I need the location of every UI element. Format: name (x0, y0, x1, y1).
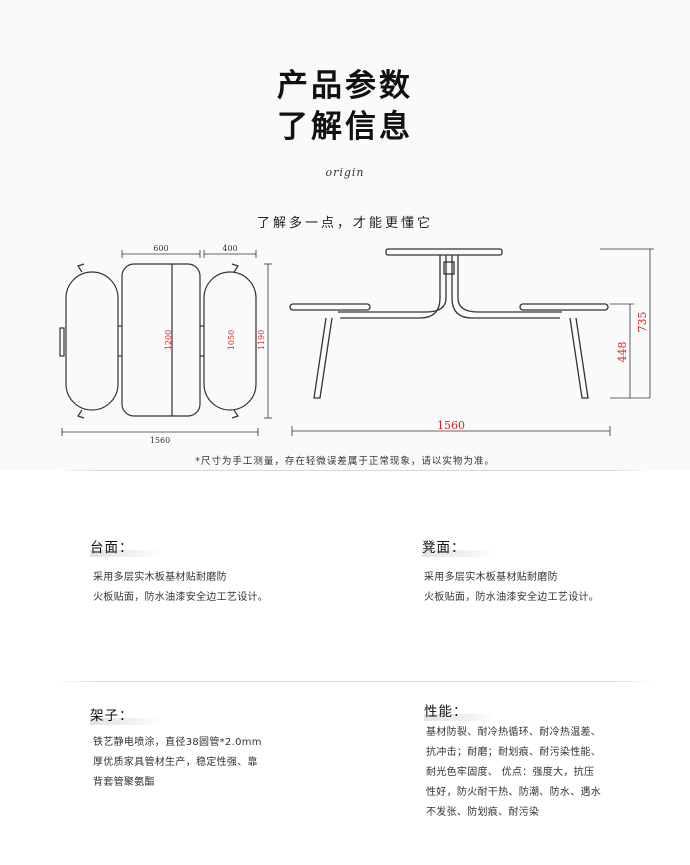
label-table-height: 735 (636, 312, 649, 333)
label-total-width: 1560 (150, 436, 170, 445)
section-performance-body: 基材防裂、耐冷热循环、耐冷热温差、 抗冲击；耐磨；耐划痕、耐污染性能、 耐光色牢… (426, 723, 601, 823)
top-background (0, 0, 690, 470)
section-stool-top-title: 凳面： (422, 536, 494, 557)
section-line: 火板贴面，防水油漆安全边工艺设计。 (424, 592, 600, 603)
page-title-line-2: 了解信息 (277, 109, 413, 145)
label-side-length: 1560 (437, 419, 465, 432)
side-view-labels: 1560 448 735 (437, 312, 649, 433)
side-right-leg (569, 317, 589, 399)
section-line: 采用多层实木板基材贴耐磨防 (93, 572, 227, 583)
section-frame-body: 铁艺静电喷涂，直径38圆管*2.0mm 厚优质家具管材生产，稳定性强、靠 背套管… (93, 733, 262, 793)
side-left-arm (340, 297, 441, 319)
section-line: 背套管聚氨酯 (93, 777, 155, 788)
section-line: 耐光色牢固度、 优点：强度大，抗压 (426, 767, 595, 778)
section-frame-title-text: 架子： (90, 708, 134, 724)
section-stool-top-body: 采用多层实木板基材贴耐磨防 火板贴面，防水油漆安全边工艺设计。 (424, 568, 599, 608)
side-left-seat (289, 303, 371, 311)
section-line: 厚优质家具管材生产，稳定性强、靠 (93, 757, 258, 768)
label-seat-length: 1050 (227, 330, 236, 350)
top-view-labels: 600 400 1560 (150, 244, 238, 445)
side-right-arm (451, 297, 560, 319)
side-table-top (385, 248, 503, 256)
divider-top (55, 470, 655, 471)
label-seat-overall: 1190 (257, 330, 266, 350)
section-subtitle: 了解多一点，才能更懂它 (256, 216, 433, 231)
top-view-red-labels: 1200 1050 1190 (164, 330, 266, 350)
section-table-top-body: 采用多层实木板基材贴耐磨防 火板贴面，防水油漆安全边工艺设计。 (93, 568, 268, 608)
label-seat-width: 400 (222, 244, 237, 253)
side-right-seat (519, 303, 609, 311)
label-table-width: 600 (153, 244, 168, 253)
section-frame-title: 架子： (90, 704, 162, 725)
section-line: 抗冲击；耐磨；耐划痕、耐污染性能、 (426, 747, 602, 758)
dimension-drawing: 600 400 1560 1200 1050 1190 (59, 244, 654, 445)
section-performance-title-text: 性能： (424, 704, 468, 720)
table-outline (121, 263, 201, 417)
section-line: 性好，防火耐干热、防潮、防水、遇水 (426, 787, 602, 798)
section-line: 基材防裂、耐冷热循环、耐冷热温差、 (426, 727, 602, 738)
left-seat-hook-bottom (77, 409, 85, 419)
side-left-leg (313, 317, 333, 399)
section-line: 火板贴面，防水油漆安全边工艺设计。 (93, 592, 269, 603)
section-table-top-title: 台面： (90, 536, 162, 557)
right-seat-outline (203, 271, 257, 411)
section-performance-title: 性能： (424, 700, 496, 721)
left-seat-hook-top (77, 263, 85, 273)
divider-middle (55, 681, 655, 682)
left-seat-outline (65, 271, 119, 411)
measurement-note: *尺寸为手工测量，存在轻微误差属于正常现象，请以实物为准。 (195, 456, 495, 467)
section-stool-top-title-text: 凳面： (422, 540, 466, 556)
section-line: 采用多层实木板基材贴耐磨防 (424, 572, 558, 583)
section-line: 不发张、防划痕、耐污染 (426, 807, 540, 818)
label-table-length: 1200 (164, 330, 173, 350)
origin-tagline: origin (325, 166, 365, 179)
page-title-line-1: 产品参数 (277, 68, 413, 104)
top-view (59, 250, 272, 436)
label-seat-height: 448 (616, 342, 629, 363)
side-view (289, 248, 654, 436)
section-line: 铁艺静电喷涂，直径38圆管*2.0mm (93, 737, 262, 748)
section-table-top-title-text: 台面： (90, 540, 134, 556)
